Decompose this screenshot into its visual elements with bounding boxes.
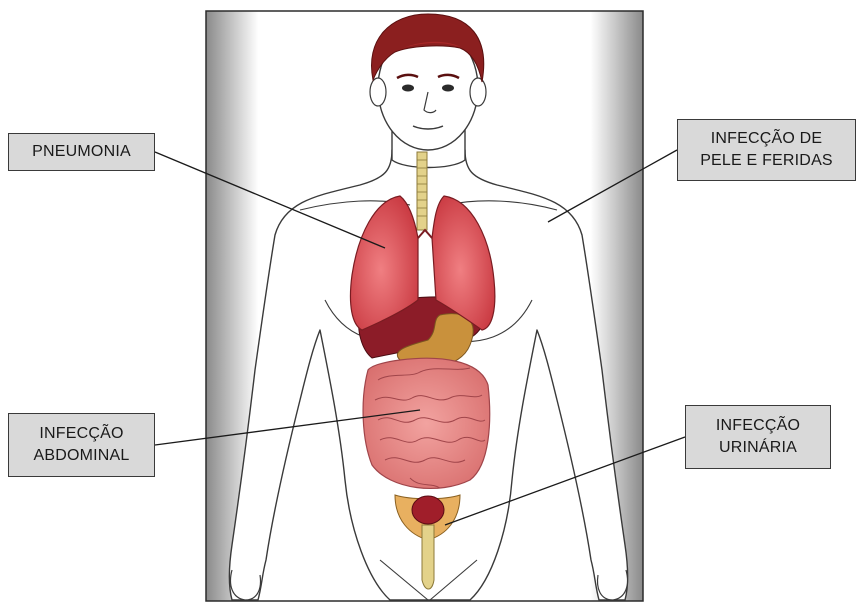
trachea — [417, 152, 427, 230]
bladder — [412, 496, 444, 524]
label-skin-line-2: PELE E FERIDAS — [700, 150, 833, 172]
intestines — [363, 358, 490, 488]
label-pneumonia-line-1: PNEUMONIA — [32, 141, 131, 163]
label-abdominal-line-2: ABDOMINAL — [33, 445, 129, 467]
label-urinary-line-1: INFECÇÃO — [716, 415, 800, 437]
label-abdominal-infection: INFECÇÃO ABDOMINAL — [8, 413, 155, 477]
label-skin-line-1: INFECÇÃO DE — [711, 128, 823, 150]
label-pneumonia: PNEUMONIA — [8, 133, 155, 171]
label-urinary-infection: INFECÇÃO URINÁRIA — [685, 405, 831, 469]
left-ear — [370, 78, 386, 106]
right-ear — [470, 78, 486, 106]
label-skin-wound-infection: INFECÇÃO DE PELE E FERIDAS — [677, 119, 856, 181]
label-urinary-line-2: URINÁRIA — [719, 437, 797, 459]
label-abdominal-line-1: INFECÇÃO — [39, 423, 123, 445]
